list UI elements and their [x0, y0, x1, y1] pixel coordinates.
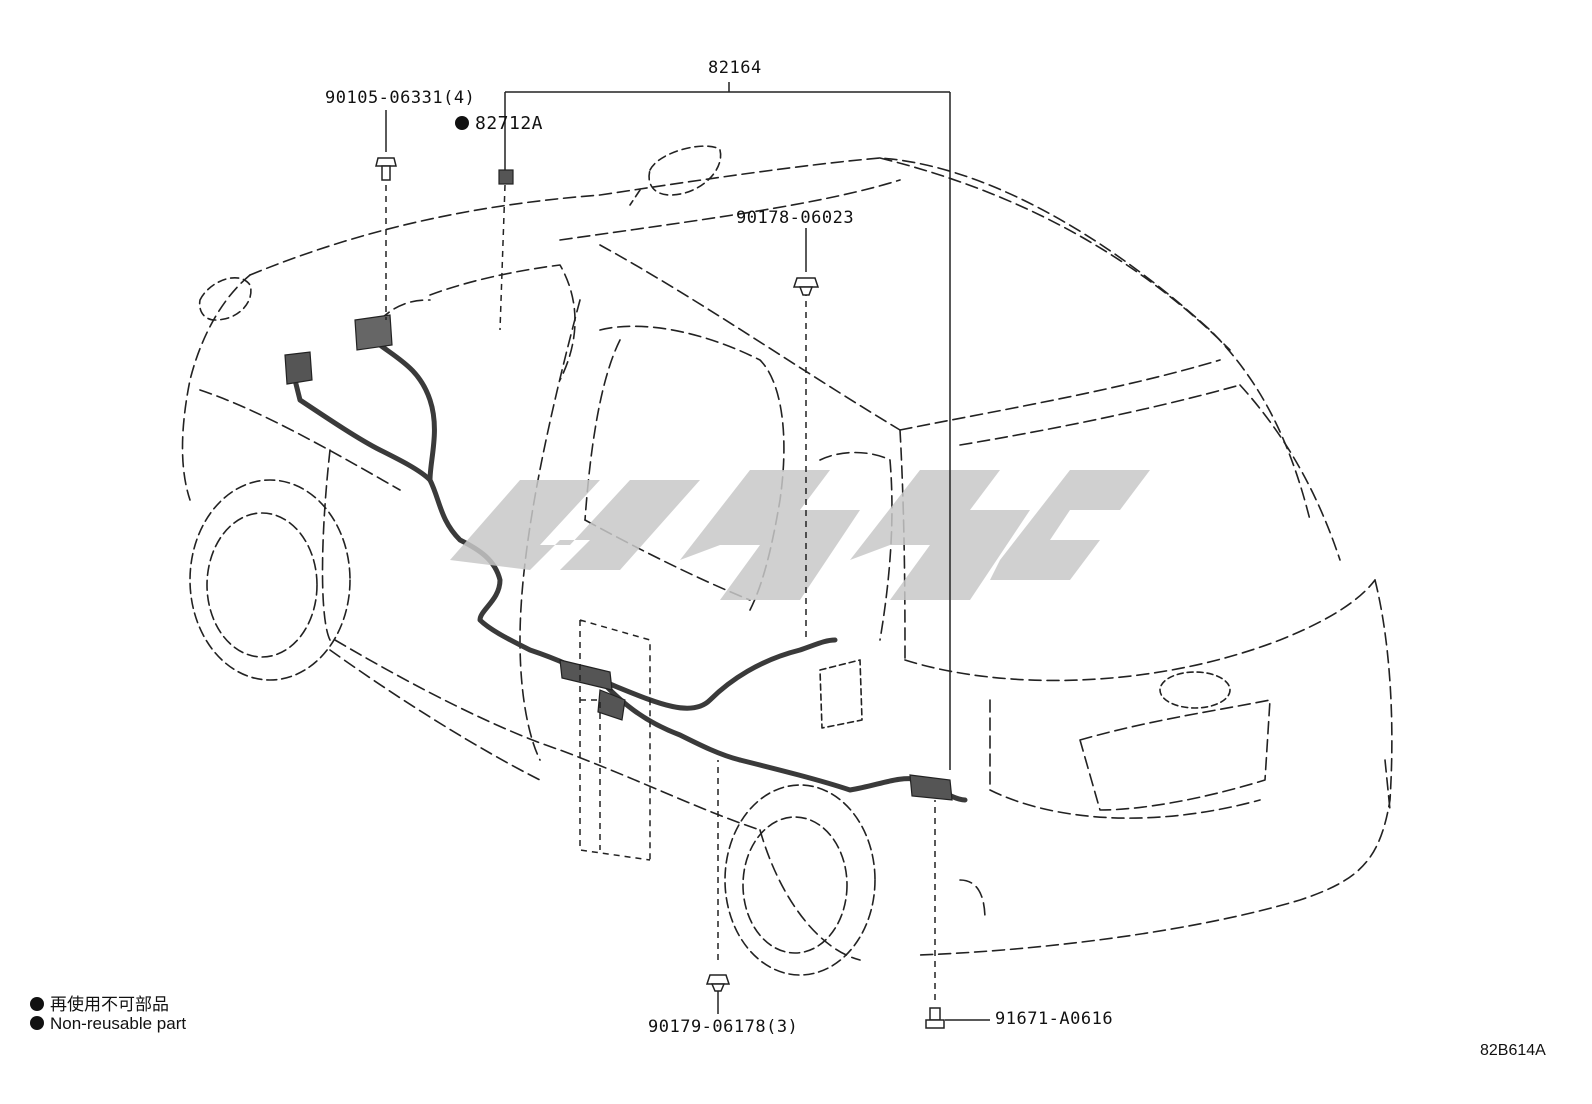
- non-reusable-dot-icon: [455, 116, 469, 130]
- leader-connector-dash: [499, 184, 506, 331]
- clamp-roof-icon: [792, 277, 820, 296]
- legend-jp: 再使用不可部品: [30, 990, 169, 1015]
- mirror-right: [629, 145, 722, 206]
- clamp-floor-icon: [705, 974, 731, 992]
- diagram-code: 82B614A: [1480, 1042, 1546, 1059]
- leader-82164: [504, 82, 951, 770]
- vehicle-body-outline: [181, 157, 1393, 961]
- connector-icon: [498, 169, 514, 185]
- legend-dot-icon: [30, 1016, 44, 1030]
- label-bolt-front: 90105-06331(4): [325, 88, 476, 108]
- legend-en: Non-reusable part: [30, 1014, 186, 1034]
- watermark-logo: [450, 470, 1150, 600]
- bolt-front-icon: [375, 157, 397, 181]
- label-82164: 82164: [708, 58, 762, 78]
- wire-harness: [287, 342, 968, 803]
- front-wheel: [189, 479, 351, 681]
- label-bolt-rear: 91671-A0616: [995, 1009, 1114, 1029]
- bolt-rear-icon: [925, 1007, 945, 1029]
- legend-dot-icon: [30, 997, 44, 1011]
- rear-wheel: [724, 784, 876, 976]
- mirror-left: [198, 276, 252, 321]
- fuel-lid: [819, 659, 863, 729]
- label-connector: 82712A: [455, 113, 543, 134]
- label-clamp-floor: 90179-06178(3): [648, 1017, 799, 1037]
- label-clamp-roof: 90178-06023: [736, 208, 855, 228]
- leader-floor-box: [579, 619, 651, 861]
- rear-emblem: [1159, 671, 1231, 709]
